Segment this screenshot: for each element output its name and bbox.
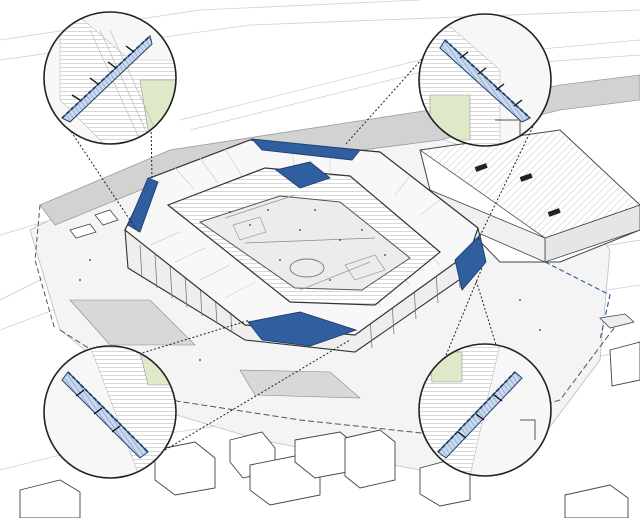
callout-bottom-right bbox=[418, 343, 552, 477]
callout-bottom-left bbox=[43, 345, 177, 479]
blue-element-north bbox=[250, 138, 361, 161]
callout-top-left bbox=[43, 11, 177, 145]
car-2 bbox=[519, 173, 533, 182]
blue-element-east bbox=[454, 234, 487, 291]
plaza-patch-west bbox=[69, 299, 196, 346]
halfway-line bbox=[244, 237, 376, 244]
parking-building bbox=[418, 129, 640, 263]
blue-corner-elements bbox=[127, 138, 487, 347]
blue-dashed-link bbox=[544, 261, 611, 341]
blue-element-south bbox=[247, 311, 358, 347]
stadium bbox=[79, 138, 541, 401]
urban-blocks bbox=[19, 341, 640, 518]
car-1 bbox=[474, 163, 488, 172]
plaza-patch-south bbox=[239, 369, 361, 399]
centre-circle bbox=[289, 258, 325, 278]
car-3 bbox=[547, 208, 561, 217]
callout-top-right bbox=[418, 13, 552, 147]
blue-element-inner-north-east bbox=[274, 161, 331, 189]
small-kiosk bbox=[599, 313, 635, 329]
boundary-dashed-west bbox=[34, 204, 56, 331]
